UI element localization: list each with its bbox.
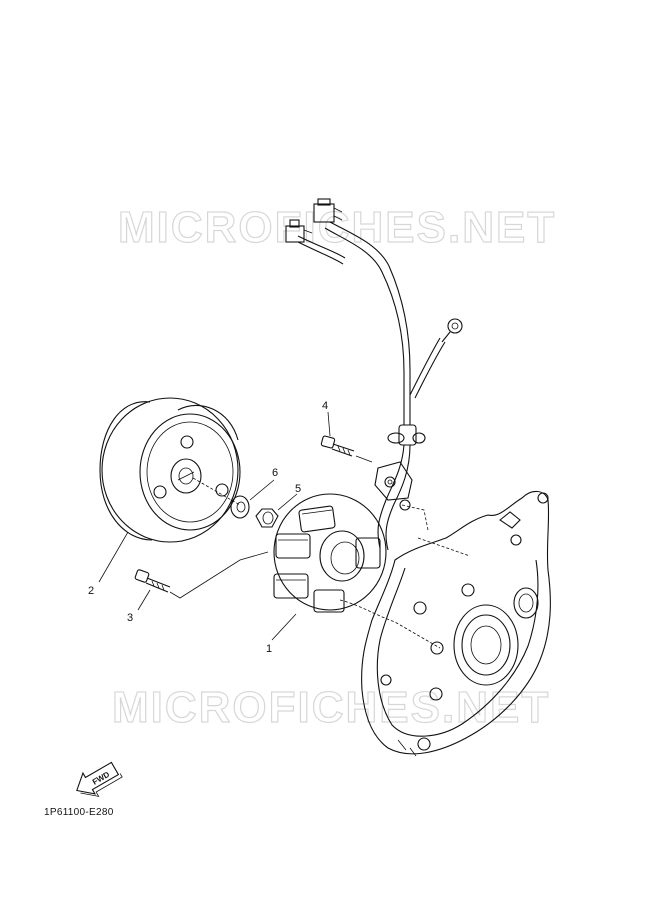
flywheel-rotor xyxy=(99,397,241,543)
callout-6: 6 xyxy=(272,467,278,479)
diagram-code: 1P61100-E280 xyxy=(44,807,114,818)
washer xyxy=(230,495,250,519)
stator-bolt xyxy=(134,569,171,593)
pickup-coil xyxy=(374,461,413,511)
callout-1: 1 xyxy=(266,643,272,655)
callout-leaders xyxy=(98,411,331,641)
wire-grommet xyxy=(387,424,426,446)
stator-coil xyxy=(273,493,387,613)
wire-harness xyxy=(285,198,463,551)
leader-lines xyxy=(169,455,471,649)
callout-3: 3 xyxy=(127,612,133,624)
connector-upper xyxy=(313,198,343,223)
callout-2: 2 xyxy=(88,585,94,597)
watermark-top: MICROFICHES.NET xyxy=(118,203,556,252)
watermark-bottom: MICROFICHES.NET xyxy=(112,683,550,732)
crankcase-cover xyxy=(361,490,551,757)
callout-5: 5 xyxy=(295,483,301,495)
connector-lower xyxy=(285,219,313,243)
nut xyxy=(255,508,279,528)
fwd-arrow-icon: FWD xyxy=(76,761,123,797)
coil-bolt xyxy=(320,435,355,457)
callout-4: 4 xyxy=(322,400,328,412)
